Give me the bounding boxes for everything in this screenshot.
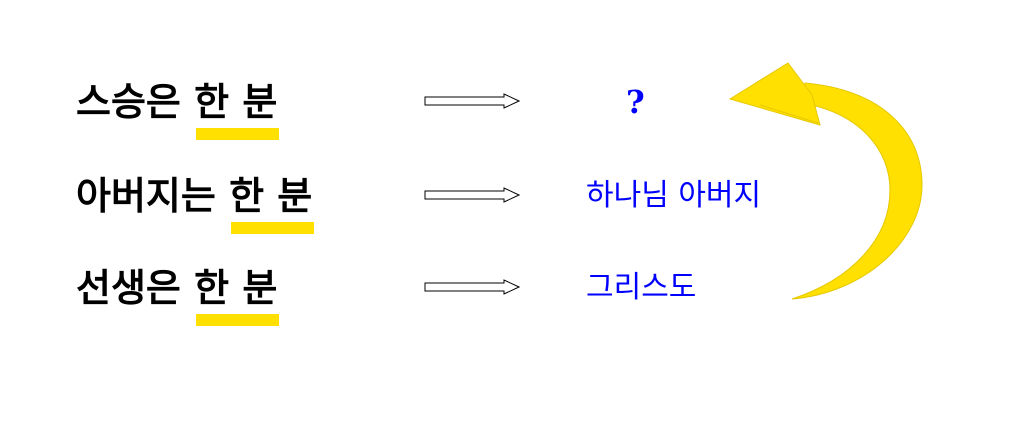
statement-row-3: 선생은 한 분 그리스도 <box>0 262 1024 332</box>
result-text: 하나님 아버지 <box>586 178 762 213</box>
highlighted-phrase: 한 분 <box>229 170 315 234</box>
highlighted-phrase: 한 분 <box>194 262 280 326</box>
statement-text: 스승은 한 분 <box>76 76 280 140</box>
statement-prefix: 선생은 <box>76 266 195 310</box>
statement-text: 선생은 한 분 <box>76 262 280 326</box>
highlighted-phrase: 한 분 <box>194 76 280 140</box>
right-arrow-icon <box>424 279 520 295</box>
result-unknown: ? <box>626 83 645 121</box>
statement-prefix: 아버지는 <box>76 174 230 218</box>
statement-text: 아버지는 한 분 <box>76 170 315 234</box>
statement-row-1: 스승은 한 분 ? <box>0 76 1024 146</box>
right-arrow-icon <box>424 93 520 109</box>
result-text: 그리스도 <box>586 270 697 305</box>
curved-return-arrow-icon <box>728 62 923 300</box>
right-arrow-icon <box>424 187 520 203</box>
statement-prefix: 스승은 <box>76 80 195 124</box>
statement-row-2: 아버지는 한 분 하나님 아버지 <box>0 170 1024 240</box>
